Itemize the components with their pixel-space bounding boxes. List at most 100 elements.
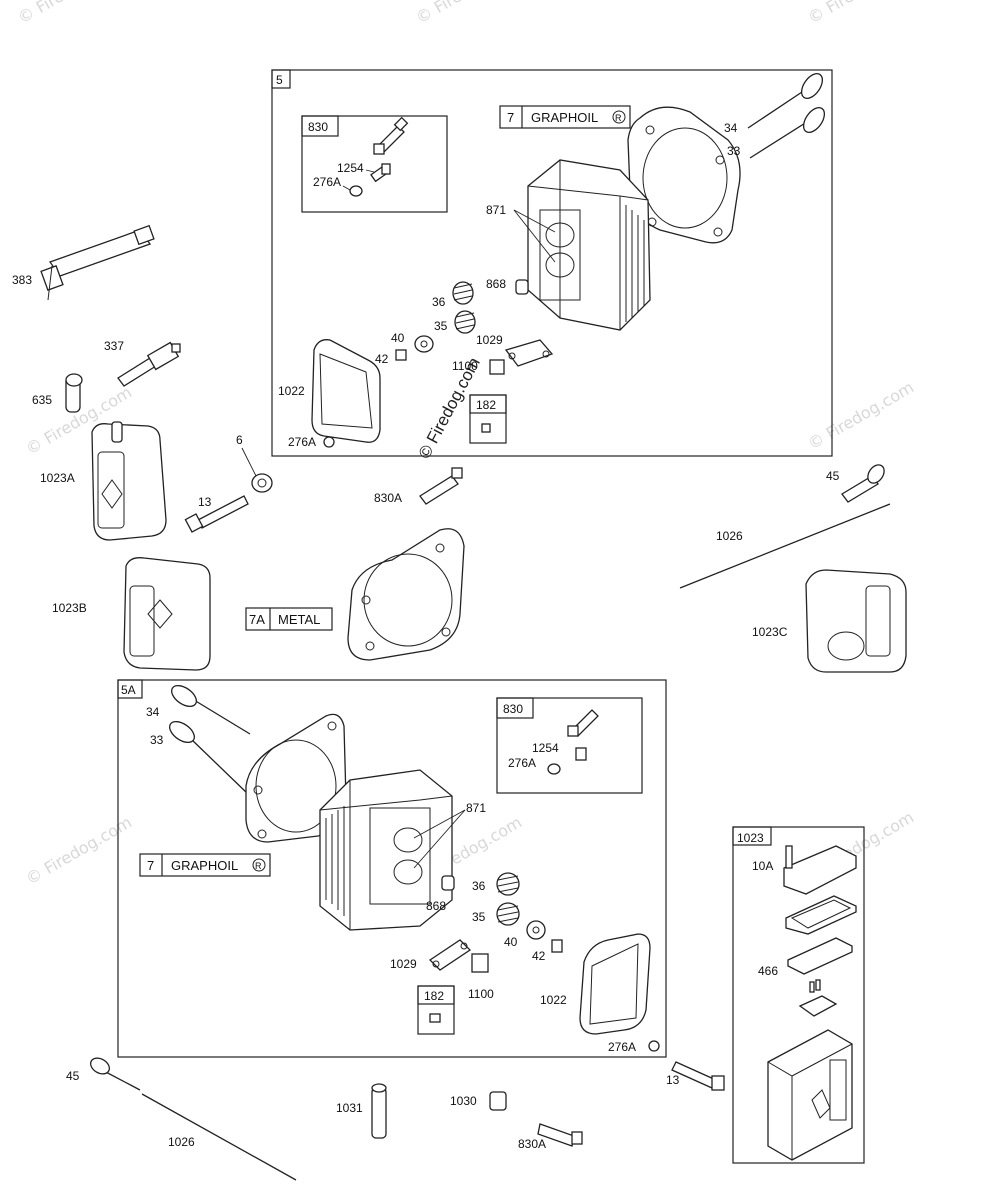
washer-276A-gasket-top bbox=[323, 436, 335, 448]
graphoil-callout-top: 7 GRAPHOIL R bbox=[499, 105, 631, 129]
label-337: 337 bbox=[104, 339, 124, 353]
label-45-left: 45 bbox=[66, 1069, 80, 1083]
group-182-top-label: 182 bbox=[476, 398, 496, 412]
cover-gasket-plate bbox=[785, 895, 857, 935]
valve-34-bot bbox=[170, 684, 251, 735]
label-1254-bot: 1254 bbox=[532, 741, 559, 755]
label-871-bot: 871 bbox=[466, 801, 486, 815]
screw-182-bot bbox=[429, 1013, 441, 1023]
label-868-top: 868 bbox=[486, 277, 506, 291]
label-1029-top: 1029 bbox=[476, 333, 503, 347]
label-33-top: 33 bbox=[727, 144, 741, 158]
group-5A-tag bbox=[117, 679, 143, 699]
valve-cover-1023A bbox=[91, 421, 167, 541]
label-42-bot: 42 bbox=[532, 949, 546, 963]
label-276A-bot: 276A bbox=[508, 756, 536, 770]
label-40-top: 40 bbox=[391, 331, 405, 345]
label-1031: 1031 bbox=[336, 1101, 363, 1115]
group-5-tag bbox=[271, 69, 291, 89]
label-1026-left: 1026 bbox=[168, 1135, 195, 1149]
breather-fitting-top bbox=[373, 116, 409, 155]
pivot-1100-bot bbox=[471, 953, 489, 973]
svg-text:7: 7 bbox=[507, 110, 514, 125]
svg-text:GRAPHOIL: GRAPHOIL bbox=[171, 858, 238, 873]
breather-tube-868-top bbox=[515, 279, 529, 295]
watermark: © Firedog.com bbox=[15, 0, 128, 27]
group-5-frame bbox=[271, 69, 833, 457]
label-34-bot: 34 bbox=[146, 705, 160, 719]
valve-spring-36-bot bbox=[496, 872, 520, 896]
breather-tube-868-bot bbox=[441, 875, 455, 891]
screw-182-top bbox=[481, 423, 491, 433]
valve-cover-1023C bbox=[805, 569, 907, 673]
label-1026-right: 1026 bbox=[716, 529, 743, 543]
group-5-label: 5 bbox=[276, 73, 283, 87]
label-830A-bot: 830A bbox=[518, 1137, 546, 1151]
group-1023-frame bbox=[732, 826, 865, 1164]
breather-fitting-830A-bot bbox=[537, 1123, 583, 1147]
label-871-top: 871 bbox=[486, 203, 506, 217]
breather-plate bbox=[798, 979, 838, 1017]
head-gasket-top bbox=[627, 106, 741, 244]
group-1023-tag bbox=[732, 826, 772, 846]
group-830-bottom-frame bbox=[496, 697, 643, 794]
watermark: © Firedog.com bbox=[413, 0, 526, 27]
svg-text:GRAPHOIL: GRAPHOIL bbox=[531, 110, 598, 125]
label-276A-gasket-top: 276A bbox=[288, 435, 316, 449]
head-gasket-metal bbox=[347, 528, 465, 661]
group-5A-frame bbox=[117, 679, 667, 1058]
label-1254-top: 1254 bbox=[337, 161, 364, 175]
label-830A-mid: 830A bbox=[374, 491, 402, 505]
valve-34-top bbox=[747, 72, 824, 129]
nut-42-bot bbox=[551, 939, 563, 953]
valve-cover-gasket-1022-top bbox=[311, 339, 381, 443]
label-276A-top: 276A bbox=[313, 175, 341, 189]
label-6: 6 bbox=[236, 433, 243, 447]
watermark: © Firedog.com bbox=[805, 0, 918, 27]
graphoil-callout-bottom: 7 GRAPHOIL R bbox=[139, 853, 271, 877]
label-383: 383 bbox=[12, 273, 32, 287]
push-rod-1026-right bbox=[679, 503, 891, 589]
label-1100-top: 1100 bbox=[452, 359, 478, 373]
retainer-40-top bbox=[414, 335, 434, 353]
nut-42-top bbox=[395, 349, 407, 361]
label-10A: 10A bbox=[752, 859, 773, 873]
label-1023A: 1023A bbox=[40, 471, 75, 485]
label-1023B: 1023B bbox=[52, 601, 87, 615]
rocker-arm-1029-bot bbox=[428, 939, 472, 971]
pin-1031 bbox=[371, 1083, 387, 1139]
valve-spring-35-top bbox=[454, 310, 476, 334]
washer-6 bbox=[251, 473, 273, 493]
screw-1254-bot bbox=[575, 747, 587, 761]
label-36-bot: 36 bbox=[472, 879, 486, 893]
svg-text:7: 7 bbox=[147, 858, 154, 873]
label-868-bot: 868 bbox=[426, 899, 446, 913]
valve-cover-gasket-1022-bot bbox=[579, 933, 651, 1035]
push-rod-45-right bbox=[841, 464, 885, 503]
label-276A-gasket-bot: 276A bbox=[608, 1040, 636, 1054]
washer-276A-bot bbox=[547, 763, 561, 775]
group-182-bottom-label: 182 bbox=[424, 989, 444, 1003]
group-830-bottom-label: 830 bbox=[503, 702, 523, 716]
label-34-top: 34 bbox=[724, 121, 738, 135]
metal-callout: 7A METAL bbox=[245, 607, 333, 631]
valve-spring-35-bot bbox=[496, 902, 520, 926]
push-rod-45-left bbox=[90, 1057, 141, 1091]
svg-text:R: R bbox=[255, 861, 262, 871]
valve-33-bot bbox=[168, 720, 249, 795]
label-13-bot: 13 bbox=[666, 1073, 680, 1087]
svg-text:R: R bbox=[615, 113, 622, 123]
bolt-13-top bbox=[184, 495, 249, 533]
gasket-466 bbox=[787, 937, 853, 975]
bolt-13-bot bbox=[671, 1061, 725, 1091]
valve-cover-top-plate bbox=[783, 845, 857, 895]
label-13-top: 13 bbox=[198, 495, 212, 509]
group-830-top-frame bbox=[301, 115, 448, 213]
spark-plug-boot-635 bbox=[65, 373, 83, 413]
valve-cover-1023B bbox=[123, 557, 211, 671]
watermark: © Firedog.com bbox=[805, 378, 918, 454]
label-635: 635 bbox=[32, 393, 52, 407]
label-1023C: 1023C bbox=[752, 625, 788, 639]
push-rod-1026-left bbox=[141, 1093, 297, 1181]
